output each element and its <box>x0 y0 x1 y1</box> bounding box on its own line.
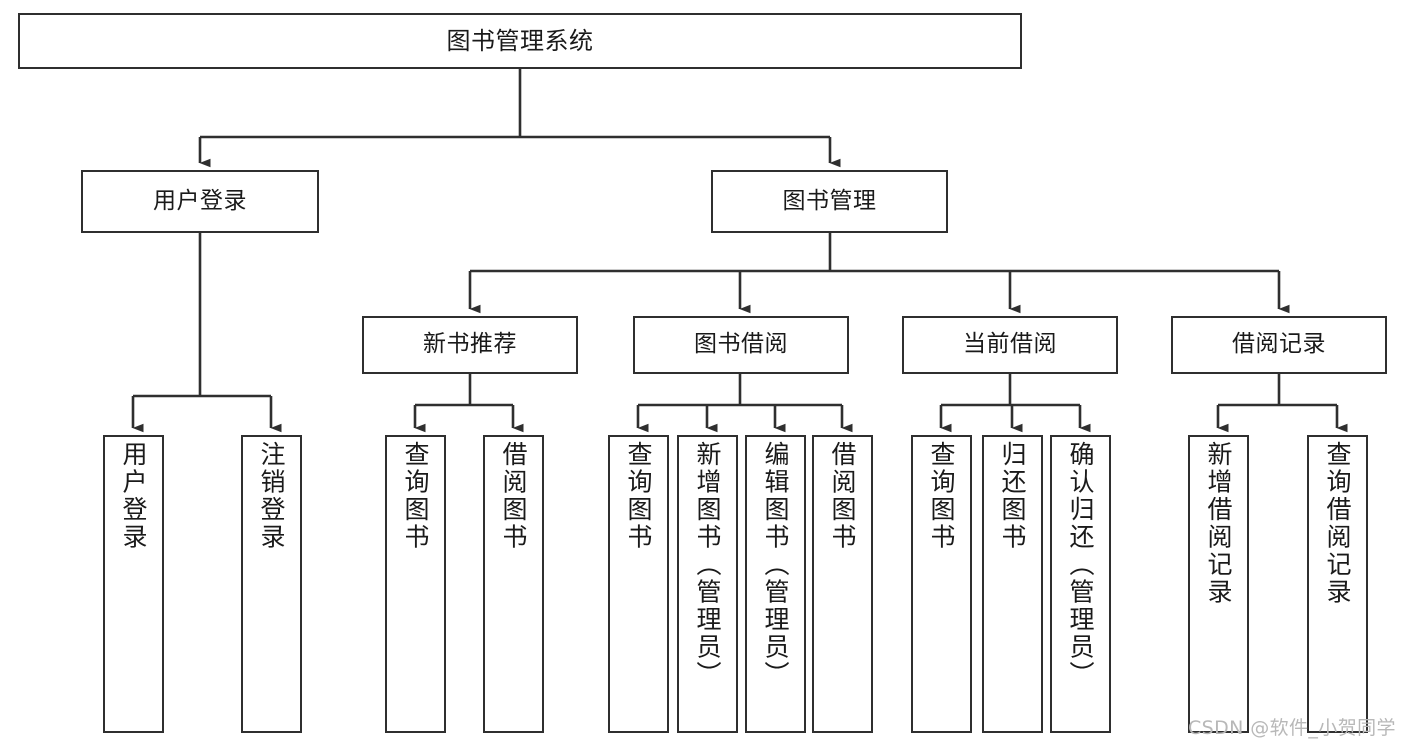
node-label: 查询图书 <box>624 441 653 551</box>
node-label: 图书管理 <box>782 187 877 214</box>
node-label: 查询图书 <box>927 441 956 551</box>
node-leaf-return-book[interactable]: 归还图书 <box>982 435 1043 733</box>
node-label: 借阅图书 <box>828 441 857 551</box>
node-leaf-user-login[interactable]: 用户登录 <box>103 435 164 733</box>
node-label: 图书借阅 <box>694 331 788 358</box>
node-leaf-query-book-recommend[interactable]: 查询图书 <box>385 435 446 733</box>
node-label: 归还图书 <box>998 441 1027 551</box>
node-label: 确认归还（管理员） <box>1066 441 1095 689</box>
node-borrow-record[interactable]: 借阅记录 <box>1171 316 1387 374</box>
node-leaf-add-borrow-record[interactable]: 新增借阅记录 <box>1188 435 1249 733</box>
node-leaf-query-borrow-record[interactable]: 查询借阅记录 <box>1307 435 1368 733</box>
node-label: 用户登录 <box>153 187 247 214</box>
node-current-borrow[interactable]: 当前借阅 <box>902 316 1118 374</box>
node-label: 查询借阅记录 <box>1323 441 1352 606</box>
node-leaf-edit-book[interactable]: 编辑图书（管理员） <box>745 435 806 733</box>
node-label: 借阅图书 <box>499 441 528 551</box>
node-user-login[interactable]: 用户登录 <box>81 170 319 233</box>
node-leaf-add-book[interactable]: 新增图书（管理员） <box>677 435 738 733</box>
node-label: 当前借阅 <box>963 331 1057 358</box>
node-label: 新增借阅记录 <box>1204 441 1233 606</box>
node-new-book-recommend[interactable]: 新书推荐 <box>362 316 578 374</box>
node-label: 注销登录 <box>257 441 286 551</box>
node-label: 图书管理系统 <box>446 26 594 55</box>
node-label: 新增图书（管理员） <box>693 441 722 689</box>
node-leaf-query-book-borrow[interactable]: 查询图书 <box>608 435 669 733</box>
node-label: 编辑图书（管理员） <box>761 441 790 689</box>
node-root-system[interactable]: 图书管理系统 <box>18 13 1022 69</box>
node-book-borrow[interactable]: 图书借阅 <box>633 316 849 374</box>
node-label: 查询图书 <box>401 441 430 551</box>
node-label: 用户登录 <box>119 441 148 551</box>
node-leaf-borrow-book-recommend[interactable]: 借阅图书 <box>483 435 544 733</box>
node-label: 新书推荐 <box>423 331 517 358</box>
node-leaf-logout[interactable]: 注销登录 <box>241 435 302 733</box>
node-leaf-query-book-current[interactable]: 查询图书 <box>911 435 972 733</box>
node-label: 借阅记录 <box>1232 331 1326 358</box>
node-leaf-borrow-book[interactable]: 借阅图书 <box>812 435 873 733</box>
watermark: CSDN @软件_小贺同学 <box>1188 717 1396 739</box>
node-book-manage[interactable]: 图书管理 <box>711 170 948 233</box>
node-leaf-confirm-return[interactable]: 确认归还（管理员） <box>1050 435 1111 733</box>
